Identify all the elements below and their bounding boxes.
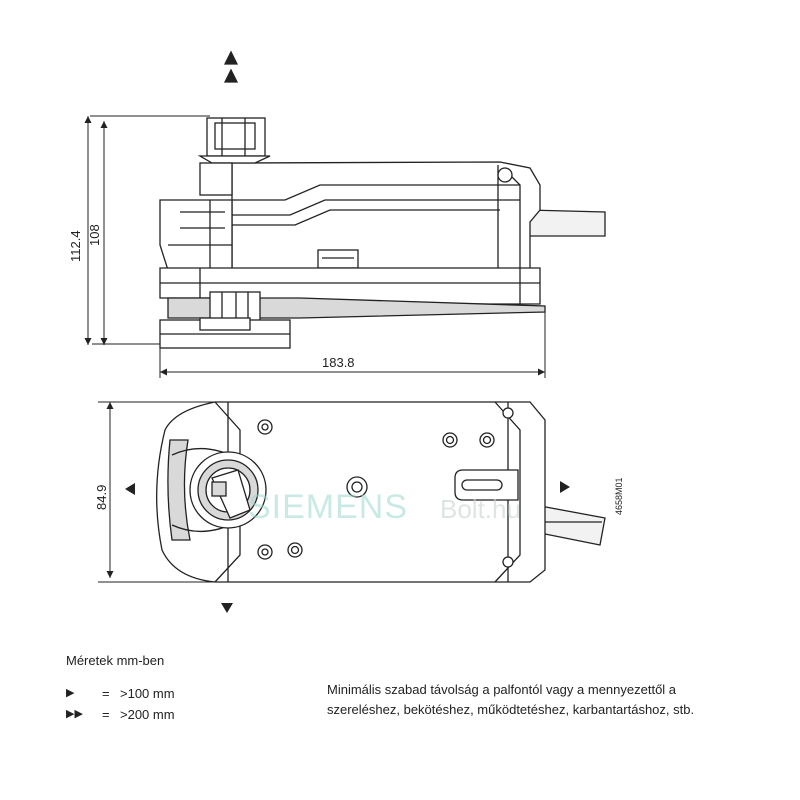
legend-eq: = [102, 686, 110, 701]
clearance-arrow-down [221, 603, 233, 613]
arrow-icon: ▶ [66, 687, 75, 699]
legend: Méretek mm-ben ▶ = >100 mm ▶▶ = >200 mm [66, 650, 175, 725]
shaft-neck [159, 199, 233, 271]
body-height-label: 108 [87, 224, 102, 246]
clearance-arrow-left [125, 483, 135, 495]
drawing-code: 4658M01 [614, 477, 624, 515]
clearance-arrow-up-2 [223, 68, 239, 83]
clearance-note: Minimális szabad távolság a palfontól va… [327, 680, 787, 720]
top-dimensions [98, 401, 215, 583]
watermark-suffix: Bolt.hu [440, 494, 521, 524]
legend-text: >100 mm [120, 686, 175, 701]
watermark-brand: SIEMENS [248, 488, 408, 526]
upper-housing [231, 161, 541, 271]
clearance-arrow-up-1 [223, 50, 239, 65]
side-dimensions [84, 115, 546, 378]
cable [527, 209, 606, 237]
length-label: 183.8 [322, 355, 355, 370]
side-view [159, 50, 606, 349]
legend-item: ▶▶ = >200 mm [66, 704, 175, 725]
screw-icon [502, 407, 514, 419]
note-line-2: szereléshez, bekötéshez, működtetéshez, … [327, 702, 695, 717]
width-label: 84.9 [94, 485, 109, 510]
legend-title: Méretek mm-ben [66, 653, 165, 668]
note-line-1: Minimális szabad távolság a palfontól va… [327, 682, 677, 697]
legend-eq: = [102, 707, 110, 722]
legend-item: ▶ = >100 mm [66, 683, 175, 704]
screw-icon [502, 556, 514, 568]
overall-height-label: 112.4 [68, 230, 83, 262]
clearance-arrow-right [560, 481, 570, 493]
double-arrow-icon: ▶▶ [66, 708, 83, 720]
top-view [156, 401, 606, 583]
legend-text: >200 mm [120, 707, 175, 722]
